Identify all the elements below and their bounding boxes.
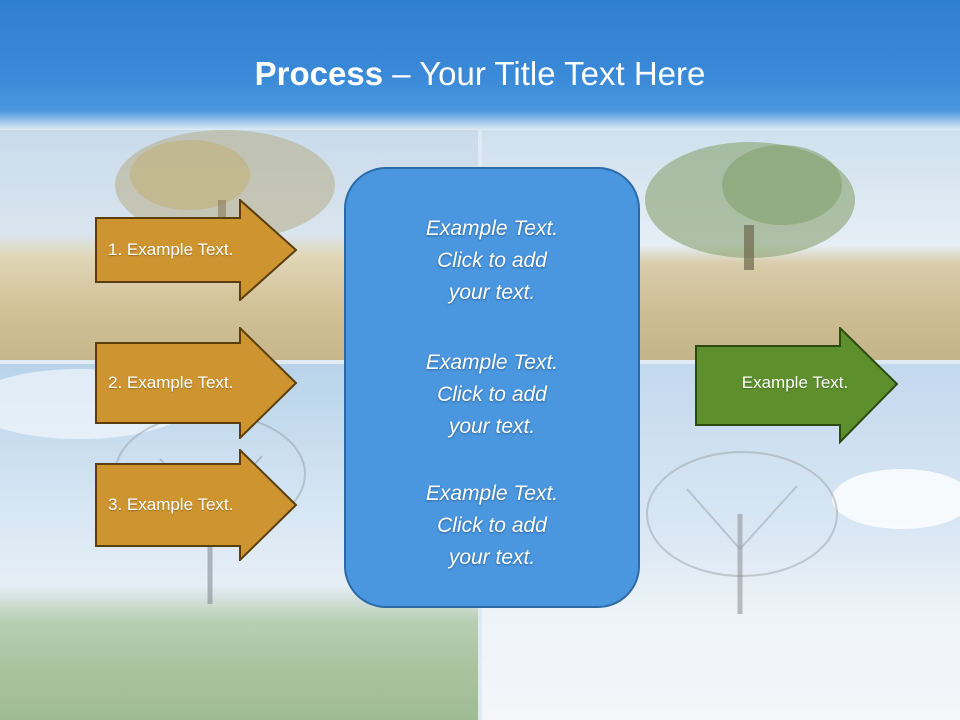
input-arrow-1-label: 1. Example Text. — [108, 240, 234, 259]
output-arrow[interactable]: Example Text. — [695, 327, 900, 445]
panel-text-block-2[interactable]: Example Text. Click to add your text. — [346, 347, 638, 443]
panel-block-2-line-1: Example Text. — [425, 351, 559, 374]
panel-text-block-3[interactable]: Example Text. Click to add your text. — [346, 478, 638, 574]
panel-block-3-line-3: your text. — [448, 546, 536, 569]
panel-block-1-line-3: your text. — [448, 281, 536, 304]
panel-block-1-line-2: Click to add — [437, 249, 547, 272]
slide-title[interactable]: Process – Your Title Text Here — [0, 52, 960, 96]
title-rest-text: – Your Title Text Here — [383, 55, 706, 92]
title-bar — [0, 0, 960, 130]
panel-text-block-1[interactable]: Example Text. Click to add your text. — [346, 213, 638, 309]
panel-block-3-line-2: Click to add — [437, 514, 547, 537]
panel-block-2-line-2: Click to add — [437, 383, 547, 406]
process-panel[interactable]: Example Text. Click to add your text. Ex… — [344, 167, 640, 608]
input-arrow-1[interactable]: 1. Example Text. — [95, 199, 300, 301]
input-arrow-3-label: 3. Example Text. — [108, 495, 234, 514]
input-arrow-3[interactable]: 3. Example Text. — [95, 449, 300, 561]
summer-tree-background — [482, 130, 960, 360]
title-bold-text: Process — [254, 55, 384, 92]
input-arrow-2-label: 2. Example Text. — [108, 373, 234, 392]
output-arrow-label: Example Text. — [741, 373, 849, 392]
input-arrow-2[interactable]: 2. Example Text. — [95, 327, 300, 439]
panel-block-1-line-1: Example Text. — [425, 217, 559, 240]
panel-block-3-line-1: Example Text. — [425, 482, 559, 505]
panel-block-2-line-3: your text. — [448, 415, 536, 438]
